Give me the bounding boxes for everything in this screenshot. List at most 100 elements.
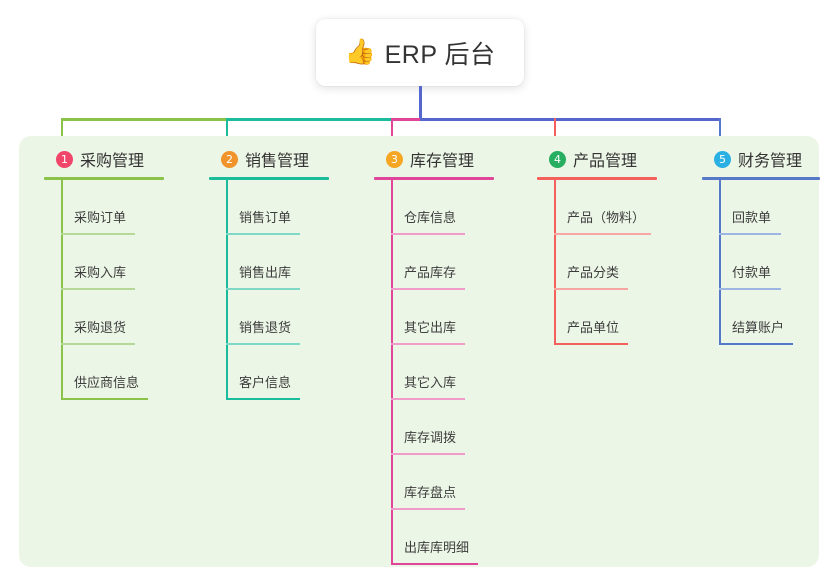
column-3: 3 库存管理仓库信息产品库存其它出库其它入库库存调拨库存盘点出库库明细 xyxy=(368,148,534,565)
bus-segment-3 xyxy=(391,118,420,121)
menu-item[interactable]: 回款单 xyxy=(696,180,839,235)
menu-item-rule xyxy=(391,508,465,510)
menu-item-rule xyxy=(226,288,300,290)
menu-item[interactable]: 其它入库 xyxy=(368,345,534,400)
column-items-3: 仓库信息产品库存其它出库其它入库库存调拨库存盘点出库库明细 xyxy=(368,180,534,565)
menu-item-rule xyxy=(226,398,300,400)
column-drop-5 xyxy=(719,118,721,144)
menu-item[interactable]: 产品（物料） xyxy=(531,180,697,235)
menu-item-label: 采购入库 xyxy=(74,265,127,280)
column-4: 4 产品管理产品（物料） 产品分类产品单位 xyxy=(531,148,697,345)
column-rule-2 xyxy=(209,177,329,180)
menu-item-rule xyxy=(719,343,793,345)
menu-item-label: 采购退货 xyxy=(74,320,127,335)
column-rule-3 xyxy=(374,177,494,180)
menu-item-rule xyxy=(61,288,135,290)
menu-item-rule xyxy=(391,288,465,290)
column-header-1[interactable]: 1 采购管理 xyxy=(38,148,204,170)
thumbs-up-icon: 👍 xyxy=(344,38,376,66)
menu-item[interactable]: 产品单位 xyxy=(531,290,697,345)
column-items-2: 销售订单销售出库销售退货客户信息 xyxy=(203,180,369,400)
menu-item-rule xyxy=(391,563,478,565)
menu-item-label: 产品单位 xyxy=(567,320,620,335)
menu-item[interactable]: 库存盘点 xyxy=(368,455,534,510)
menu-item-label: 产品库存 xyxy=(404,265,457,280)
menu-item[interactable]: 采购订单 xyxy=(38,180,204,235)
menu-item-rule xyxy=(554,343,628,345)
menu-item[interactable]: 供应商信息 xyxy=(38,345,204,400)
column-header-4[interactable]: 4 产品管理 xyxy=(531,148,697,170)
column-title-3: 库存管理 xyxy=(410,153,475,170)
column-1: 1 采购管理采购订单采购入库采购退货供应商信息 xyxy=(38,148,204,400)
menu-item-label: 付款单 xyxy=(732,265,772,280)
column-title-4: 产品管理 xyxy=(573,153,638,170)
menu-item[interactable]: 采购退货 xyxy=(38,290,204,345)
bus-segment-3b xyxy=(420,118,557,121)
menu-item-label: 库存盘点 xyxy=(404,485,457,500)
column-rule-1 xyxy=(44,177,164,180)
menu-item-label: 采购订单 xyxy=(74,210,127,225)
root-node-content: 👍 ERP 后台 xyxy=(344,35,495,71)
root-node-title: ERP 后台 xyxy=(384,40,496,69)
menu-item-rule xyxy=(554,233,651,235)
menu-item[interactable]: 销售出库 xyxy=(203,235,369,290)
menu-item-rule xyxy=(554,288,628,290)
column-drop-1 xyxy=(61,118,63,144)
menu-item[interactable]: 销售订单 xyxy=(203,180,369,235)
menu-item-rule xyxy=(391,343,465,345)
menu-item-label: 产品分类 xyxy=(567,265,620,280)
column-title-2: 销售管理 xyxy=(245,153,310,170)
column-header-2[interactable]: 2 销售管理 xyxy=(203,148,369,170)
menu-item-rule xyxy=(391,233,465,235)
menu-item[interactable]: 付款单 xyxy=(696,235,839,290)
menu-item[interactable]: 产品库存 xyxy=(368,235,534,290)
menu-item-rule xyxy=(61,343,135,345)
menu-item-rule xyxy=(226,343,300,345)
column-header-3[interactable]: 3 库存管理 xyxy=(368,148,534,170)
menu-item[interactable]: 产品分类 xyxy=(531,235,697,290)
column-title-5: 财务管理 xyxy=(738,153,803,170)
column-badge-2: 2 xyxy=(221,150,238,168)
column-badge-4: 4 xyxy=(549,150,566,168)
column-badge-1: 1 xyxy=(56,150,73,168)
column-items-5: 回款单付款单结算账户 xyxy=(696,180,839,345)
menu-item[interactable]: 销售退货 xyxy=(203,290,369,345)
menu-item[interactable]: 仓库信息 xyxy=(368,180,534,235)
bus-segment-2 xyxy=(226,118,393,121)
bus-segment-4 xyxy=(554,118,721,121)
column-drop-2 xyxy=(226,118,228,144)
sitemap-panel xyxy=(19,136,819,567)
column-badge-3: 3 xyxy=(386,150,403,168)
root-node-card[interactable]: 👍 ERP 后台 xyxy=(316,19,524,86)
column-spine-1 xyxy=(61,180,63,400)
menu-item-rule xyxy=(391,453,465,455)
column-title-1: 采购管理 xyxy=(80,153,145,170)
column-spine-2 xyxy=(226,180,228,400)
menu-item[interactable]: 结算账户 xyxy=(696,290,839,345)
menu-item-rule xyxy=(226,233,300,235)
column-items-4: 产品（物料） 产品分类产品单位 xyxy=(531,180,697,345)
menu-item-label: 供应商信息 xyxy=(74,375,140,390)
menu-item-label: 其它出库 xyxy=(404,320,457,335)
menu-item[interactable]: 库存调拨 xyxy=(368,400,534,455)
menu-item-label: 销售订单 xyxy=(239,210,292,225)
menu-item[interactable]: 采购入库 xyxy=(38,235,204,290)
bus-segment-1 xyxy=(61,118,228,121)
menu-item-label: 其它入库 xyxy=(404,375,457,390)
menu-item-rule xyxy=(391,398,465,400)
column-items-1: 采购订单采购入库采购退货供应商信息 xyxy=(38,180,204,400)
menu-item-label: 产品（物料） xyxy=(567,210,646,225)
column-spine-5 xyxy=(719,180,721,345)
column-rule-5 xyxy=(702,177,820,180)
column-2: 2 销售管理销售订单销售出库销售退货客户信息 xyxy=(203,148,369,400)
menu-item-label: 销售出库 xyxy=(239,265,292,280)
menu-item-label: 销售退货 xyxy=(239,320,292,335)
menu-item-label: 结算账户 xyxy=(732,320,785,335)
menu-item[interactable]: 其它出库 xyxy=(368,290,534,345)
menu-item[interactable]: 客户信息 xyxy=(203,345,369,400)
menu-item-label: 库存调拨 xyxy=(404,430,457,445)
menu-item[interactable]: 出库库明细 xyxy=(368,510,534,565)
